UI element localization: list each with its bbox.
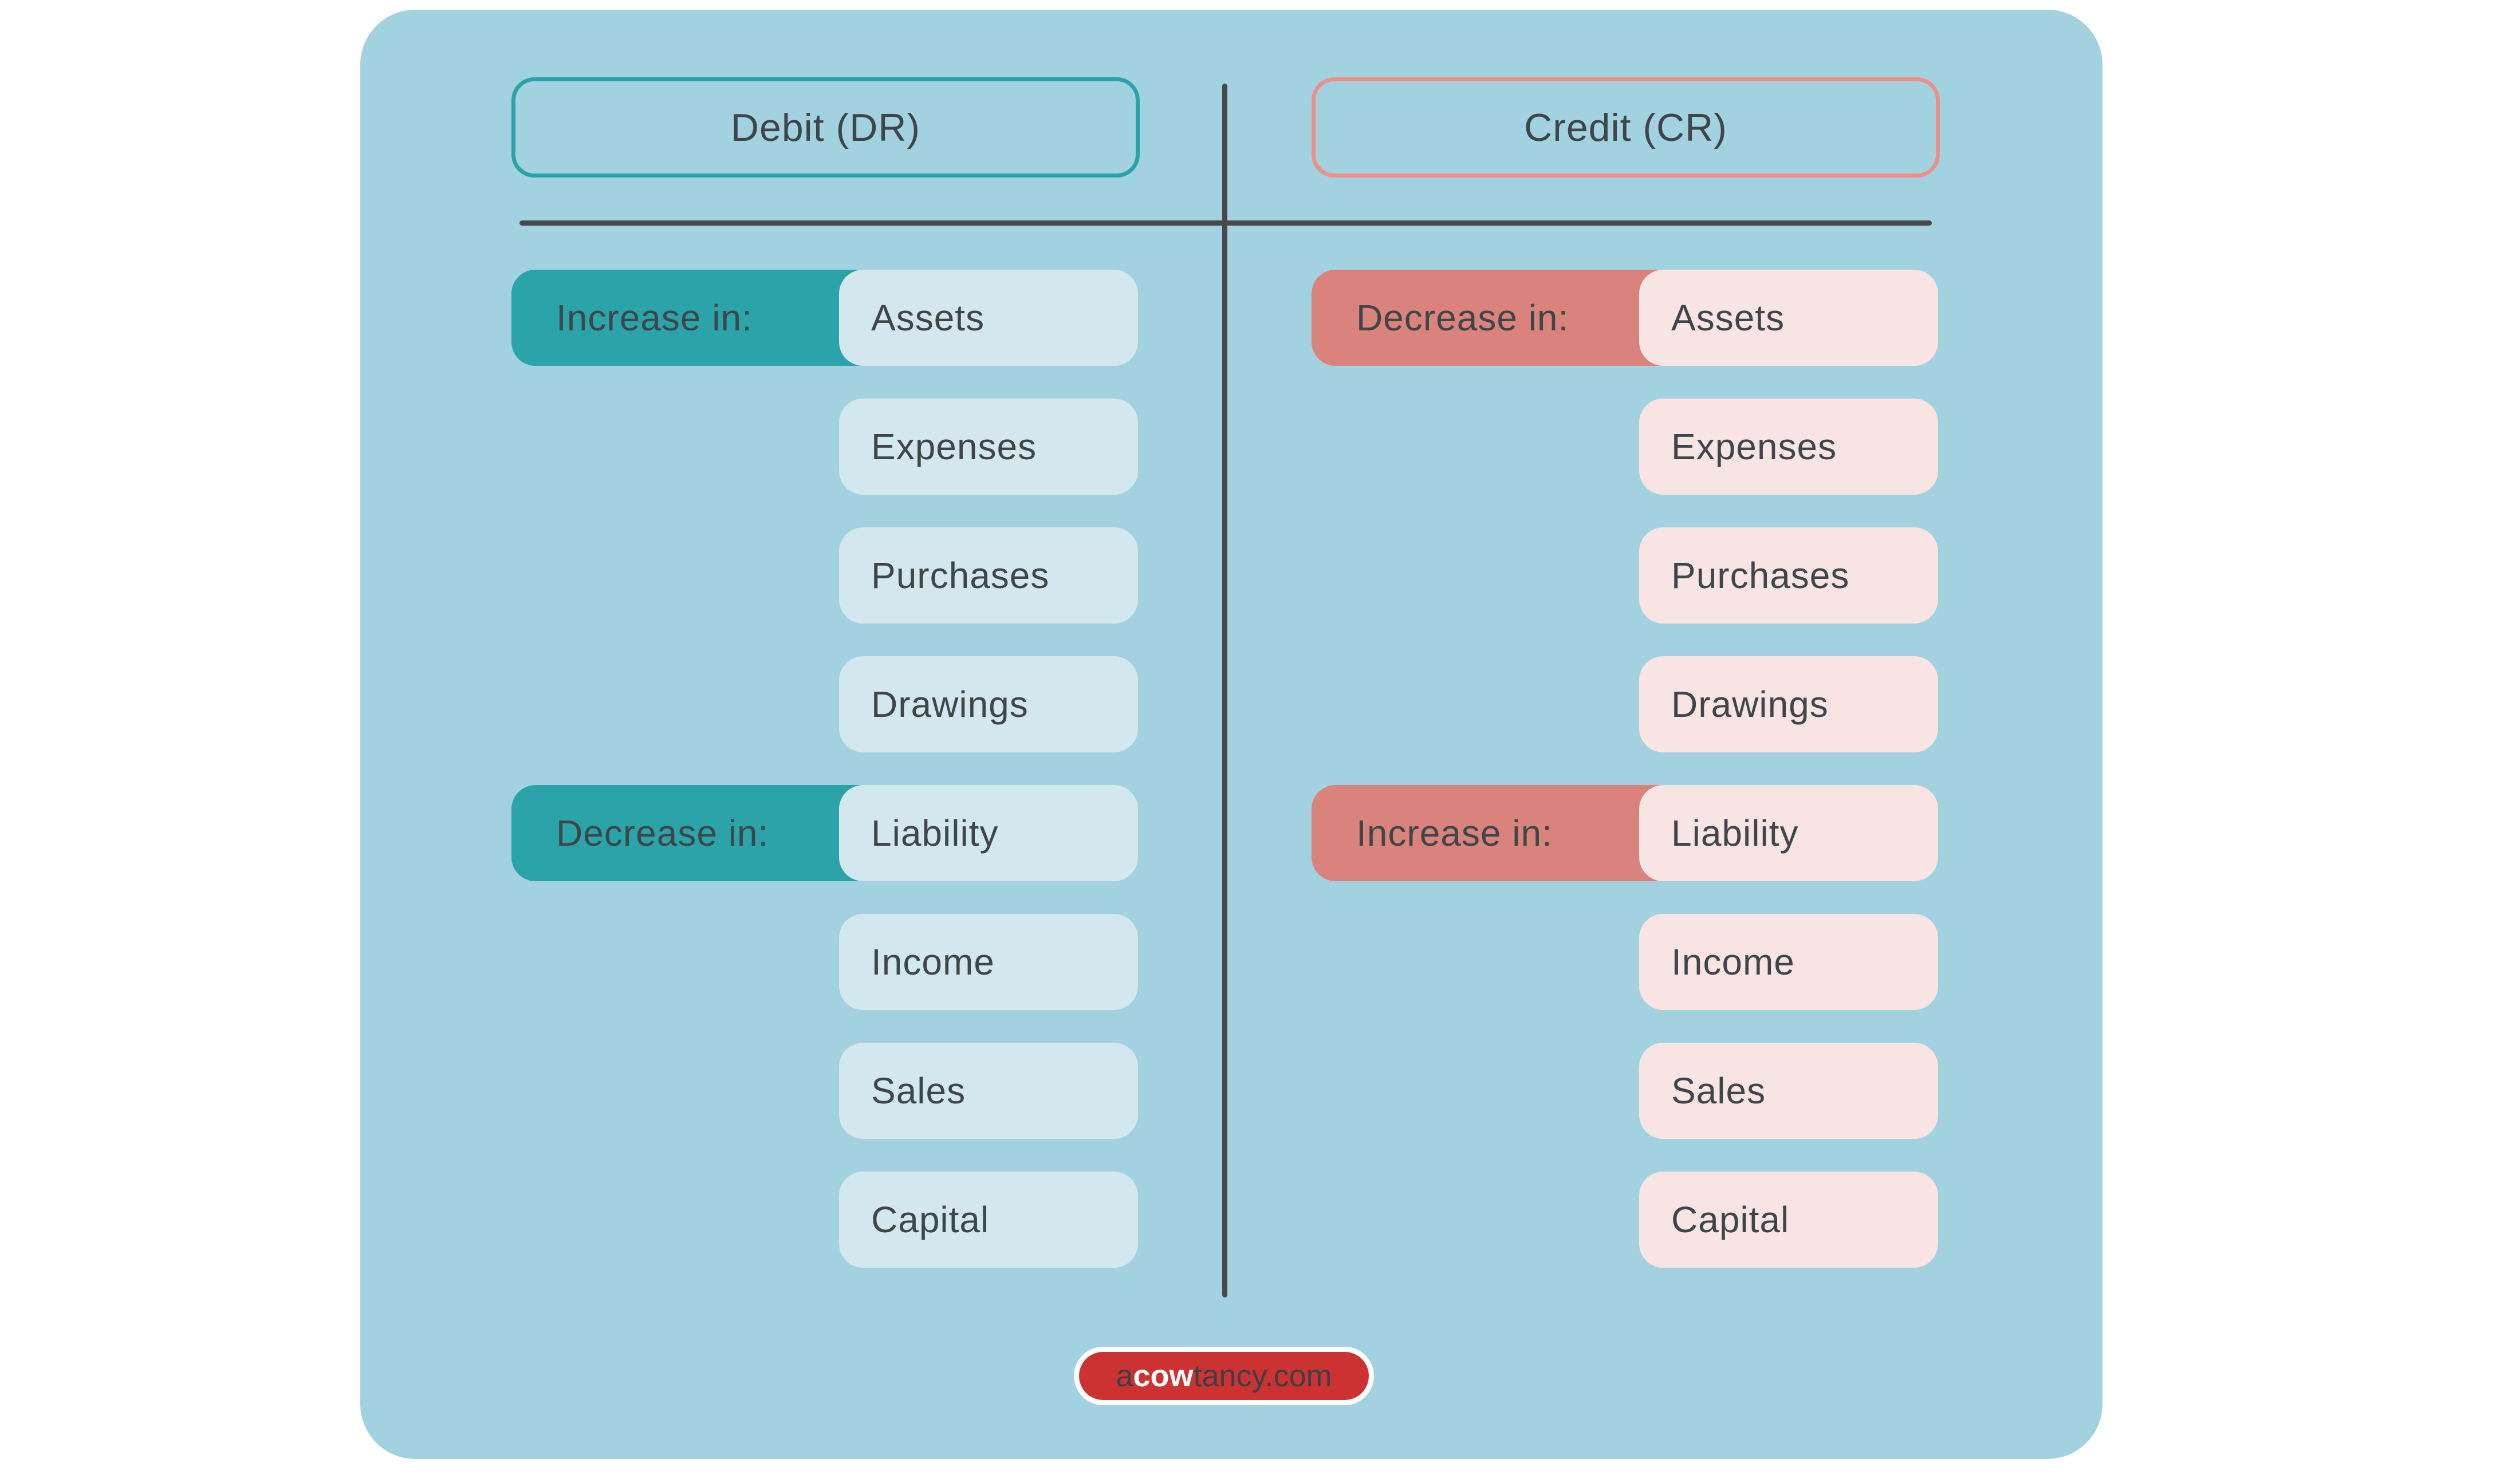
account-pill-capital: Capital (839, 1172, 1138, 1268)
credit-increase-label: Increase in: (1312, 785, 1690, 881)
account-pill-expenses: Expenses (839, 399, 1138, 495)
account-pill-liability: Liability (839, 785, 1138, 881)
account-pill-sales: Sales (1639, 1043, 1938, 1139)
debit-row-expenses: Expenses (511, 399, 1138, 495)
account-pill-liability: Liability (1639, 785, 1938, 881)
credit-row-drawings: Drawings (1312, 656, 1938, 752)
debit-header-label: Debit (DR) (730, 105, 921, 149)
brand-bold: cow (1133, 1359, 1194, 1393)
debit-decrease-label: Decrease in: (511, 785, 889, 881)
account-pill-sales: Sales (839, 1043, 1138, 1139)
brand-suffix: tancy.com (1193, 1359, 1332, 1393)
credit-row-sales: Sales (1312, 1043, 1938, 1139)
debit-row-capital: Capital (511, 1172, 1138, 1268)
debit-row-drawings: Drawings (511, 656, 1138, 752)
credit-header-label: Credit (CR) (1524, 105, 1727, 149)
credit-row-liability: Increase in: Liability (1312, 785, 1938, 881)
debit-header-box: Debit (DR) (511, 77, 1140, 178)
credit-row-income: Income (1312, 914, 1938, 1010)
account-pill-purchases: Purchases (1639, 527, 1938, 624)
debit-row-income: Income (511, 914, 1138, 1010)
account-pill-income: Income (1639, 914, 1938, 1010)
panel-background: Debit (DR) Credit (CR) Increase in: Asse… (360, 10, 2102, 1459)
account-pill-drawings: Drawings (1639, 656, 1938, 752)
credit-row-capital: Capital (1312, 1172, 1938, 1268)
debit-increase-label: Increase in: (511, 270, 889, 366)
debit-row-liability: Decrease in: Liability (511, 785, 1138, 881)
debit-column: Increase in: Assets Expenses Purchases D… (511, 270, 1138, 1300)
account-pill-assets: Assets (1639, 270, 1938, 366)
vertical-divider (1222, 84, 1227, 1297)
debit-row-sales: Sales (511, 1043, 1138, 1139)
credit-column: Decrease in: Assets Expenses Purchases D… (1312, 270, 1938, 1300)
brand-prefix: a (1116, 1359, 1133, 1393)
account-pill-assets: Assets (839, 270, 1138, 366)
account-pill-income: Income (839, 914, 1138, 1010)
credit-row-purchases: Purchases (1312, 527, 1938, 624)
credit-row-expenses: Expenses (1312, 399, 1938, 495)
debit-row-purchases: Purchases (511, 527, 1138, 624)
debit-row-assets: Increase in: Assets (511, 270, 1138, 366)
account-pill-purchases: Purchases (839, 527, 1138, 624)
account-pill-capital: Capital (1639, 1172, 1938, 1268)
credit-header-box: Credit (CR) (1312, 77, 1940, 178)
account-pill-expenses: Expenses (1639, 399, 1938, 495)
account-pill-drawings: Drawings (839, 656, 1138, 752)
credit-row-assets: Decrease in: Assets (1312, 270, 1938, 366)
credit-decrease-label: Decrease in: (1312, 270, 1690, 366)
